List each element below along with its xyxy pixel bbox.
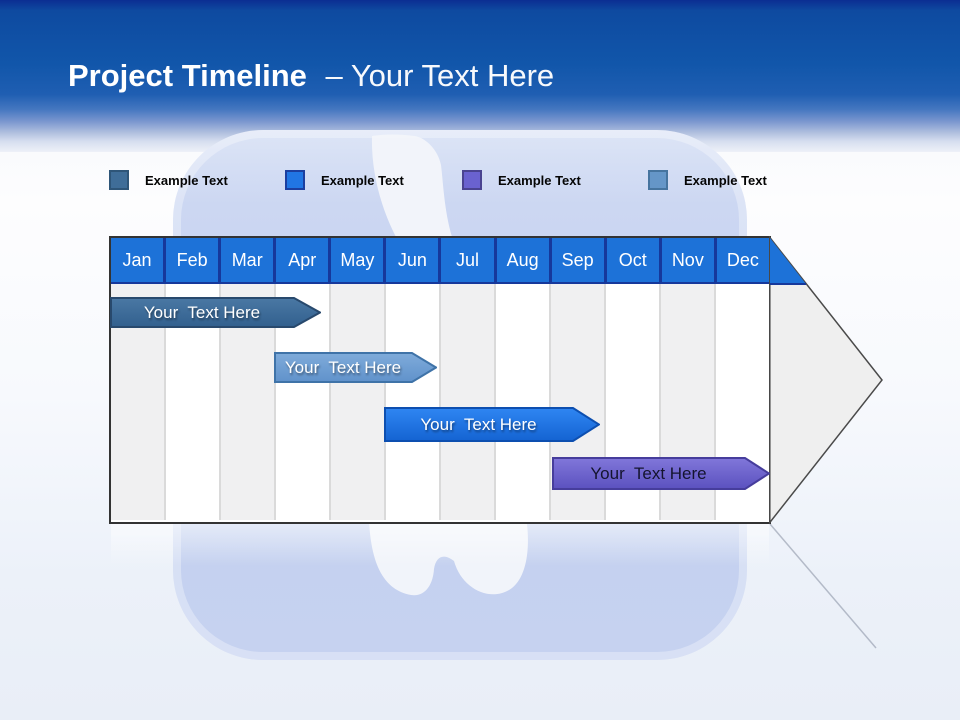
bar-label: Your Text Here xyxy=(420,414,537,434)
month-header-apr: Apr xyxy=(273,238,328,282)
month-header-oct: Oct xyxy=(603,238,659,282)
bar-shape xyxy=(552,457,770,490)
header-gradient-band xyxy=(0,0,960,152)
bar-label: Your Text Here xyxy=(143,302,261,322)
bar-shape xyxy=(384,407,600,442)
title-main: Project Timeline xyxy=(68,58,307,93)
month-header-jun: Jun xyxy=(383,238,438,282)
month-header-feb: Feb xyxy=(163,238,218,282)
month-column xyxy=(494,284,549,520)
legend-label: Example Text xyxy=(145,172,228,188)
legend-item-2[interactable]: Example Text xyxy=(285,170,404,190)
legend-item-4[interactable]: Example Text xyxy=(648,170,767,190)
timeline-bar-3[interactable]: Your Text Here xyxy=(384,407,600,442)
timeline-table: Jan Feb Mar Apr May Jun Jul Aug Sep Oct … xyxy=(109,236,771,524)
bar-shape xyxy=(274,352,437,383)
title-placeholder: – Your Text Here xyxy=(325,58,555,93)
month-column xyxy=(329,284,384,520)
bar-label: Your Text Here xyxy=(284,357,402,377)
month-column xyxy=(384,284,439,520)
legend-swatch-bright-blue xyxy=(285,170,305,190)
month-header-nov: Nov xyxy=(658,238,714,282)
page-title[interactable]: Project Timeline – Your Text Here xyxy=(68,58,554,94)
legend-swatch-steel-blue xyxy=(648,170,668,190)
month-header-jan: Jan xyxy=(122,249,152,270)
legend-label: Example Text xyxy=(321,172,404,188)
timeline-bar-2[interactable]: Your Text Here xyxy=(274,352,437,383)
legend-label: Example Text xyxy=(684,172,767,188)
timeline-bar-1[interactable]: Your Text Here xyxy=(110,297,321,328)
month-header-row: Jan Feb Mar Apr May Jun Jul Aug Sep Oct … xyxy=(111,238,769,284)
table-reflection xyxy=(111,524,769,566)
bar-shape xyxy=(110,297,321,328)
month-header-jul: Jul xyxy=(438,238,493,282)
month-header-dec: Dec xyxy=(713,238,769,282)
legend-swatch-dark-blue xyxy=(109,170,129,190)
month-column xyxy=(439,284,494,520)
month-header-mar: Mar xyxy=(218,238,273,282)
legend-swatch-purple xyxy=(462,170,482,190)
timeline-bar-4[interactable]: Your Text Here xyxy=(552,457,770,490)
legend-item-1[interactable]: Example Text xyxy=(109,170,228,190)
legend-item-3[interactable]: Example Text xyxy=(462,170,581,190)
month-header-sep: Sep xyxy=(548,238,604,282)
legend-label: Example Text xyxy=(498,172,581,188)
month-header-may: May xyxy=(328,238,383,282)
month-header-aug: Aug xyxy=(493,238,549,282)
bar-label: Your Text Here xyxy=(590,463,707,483)
